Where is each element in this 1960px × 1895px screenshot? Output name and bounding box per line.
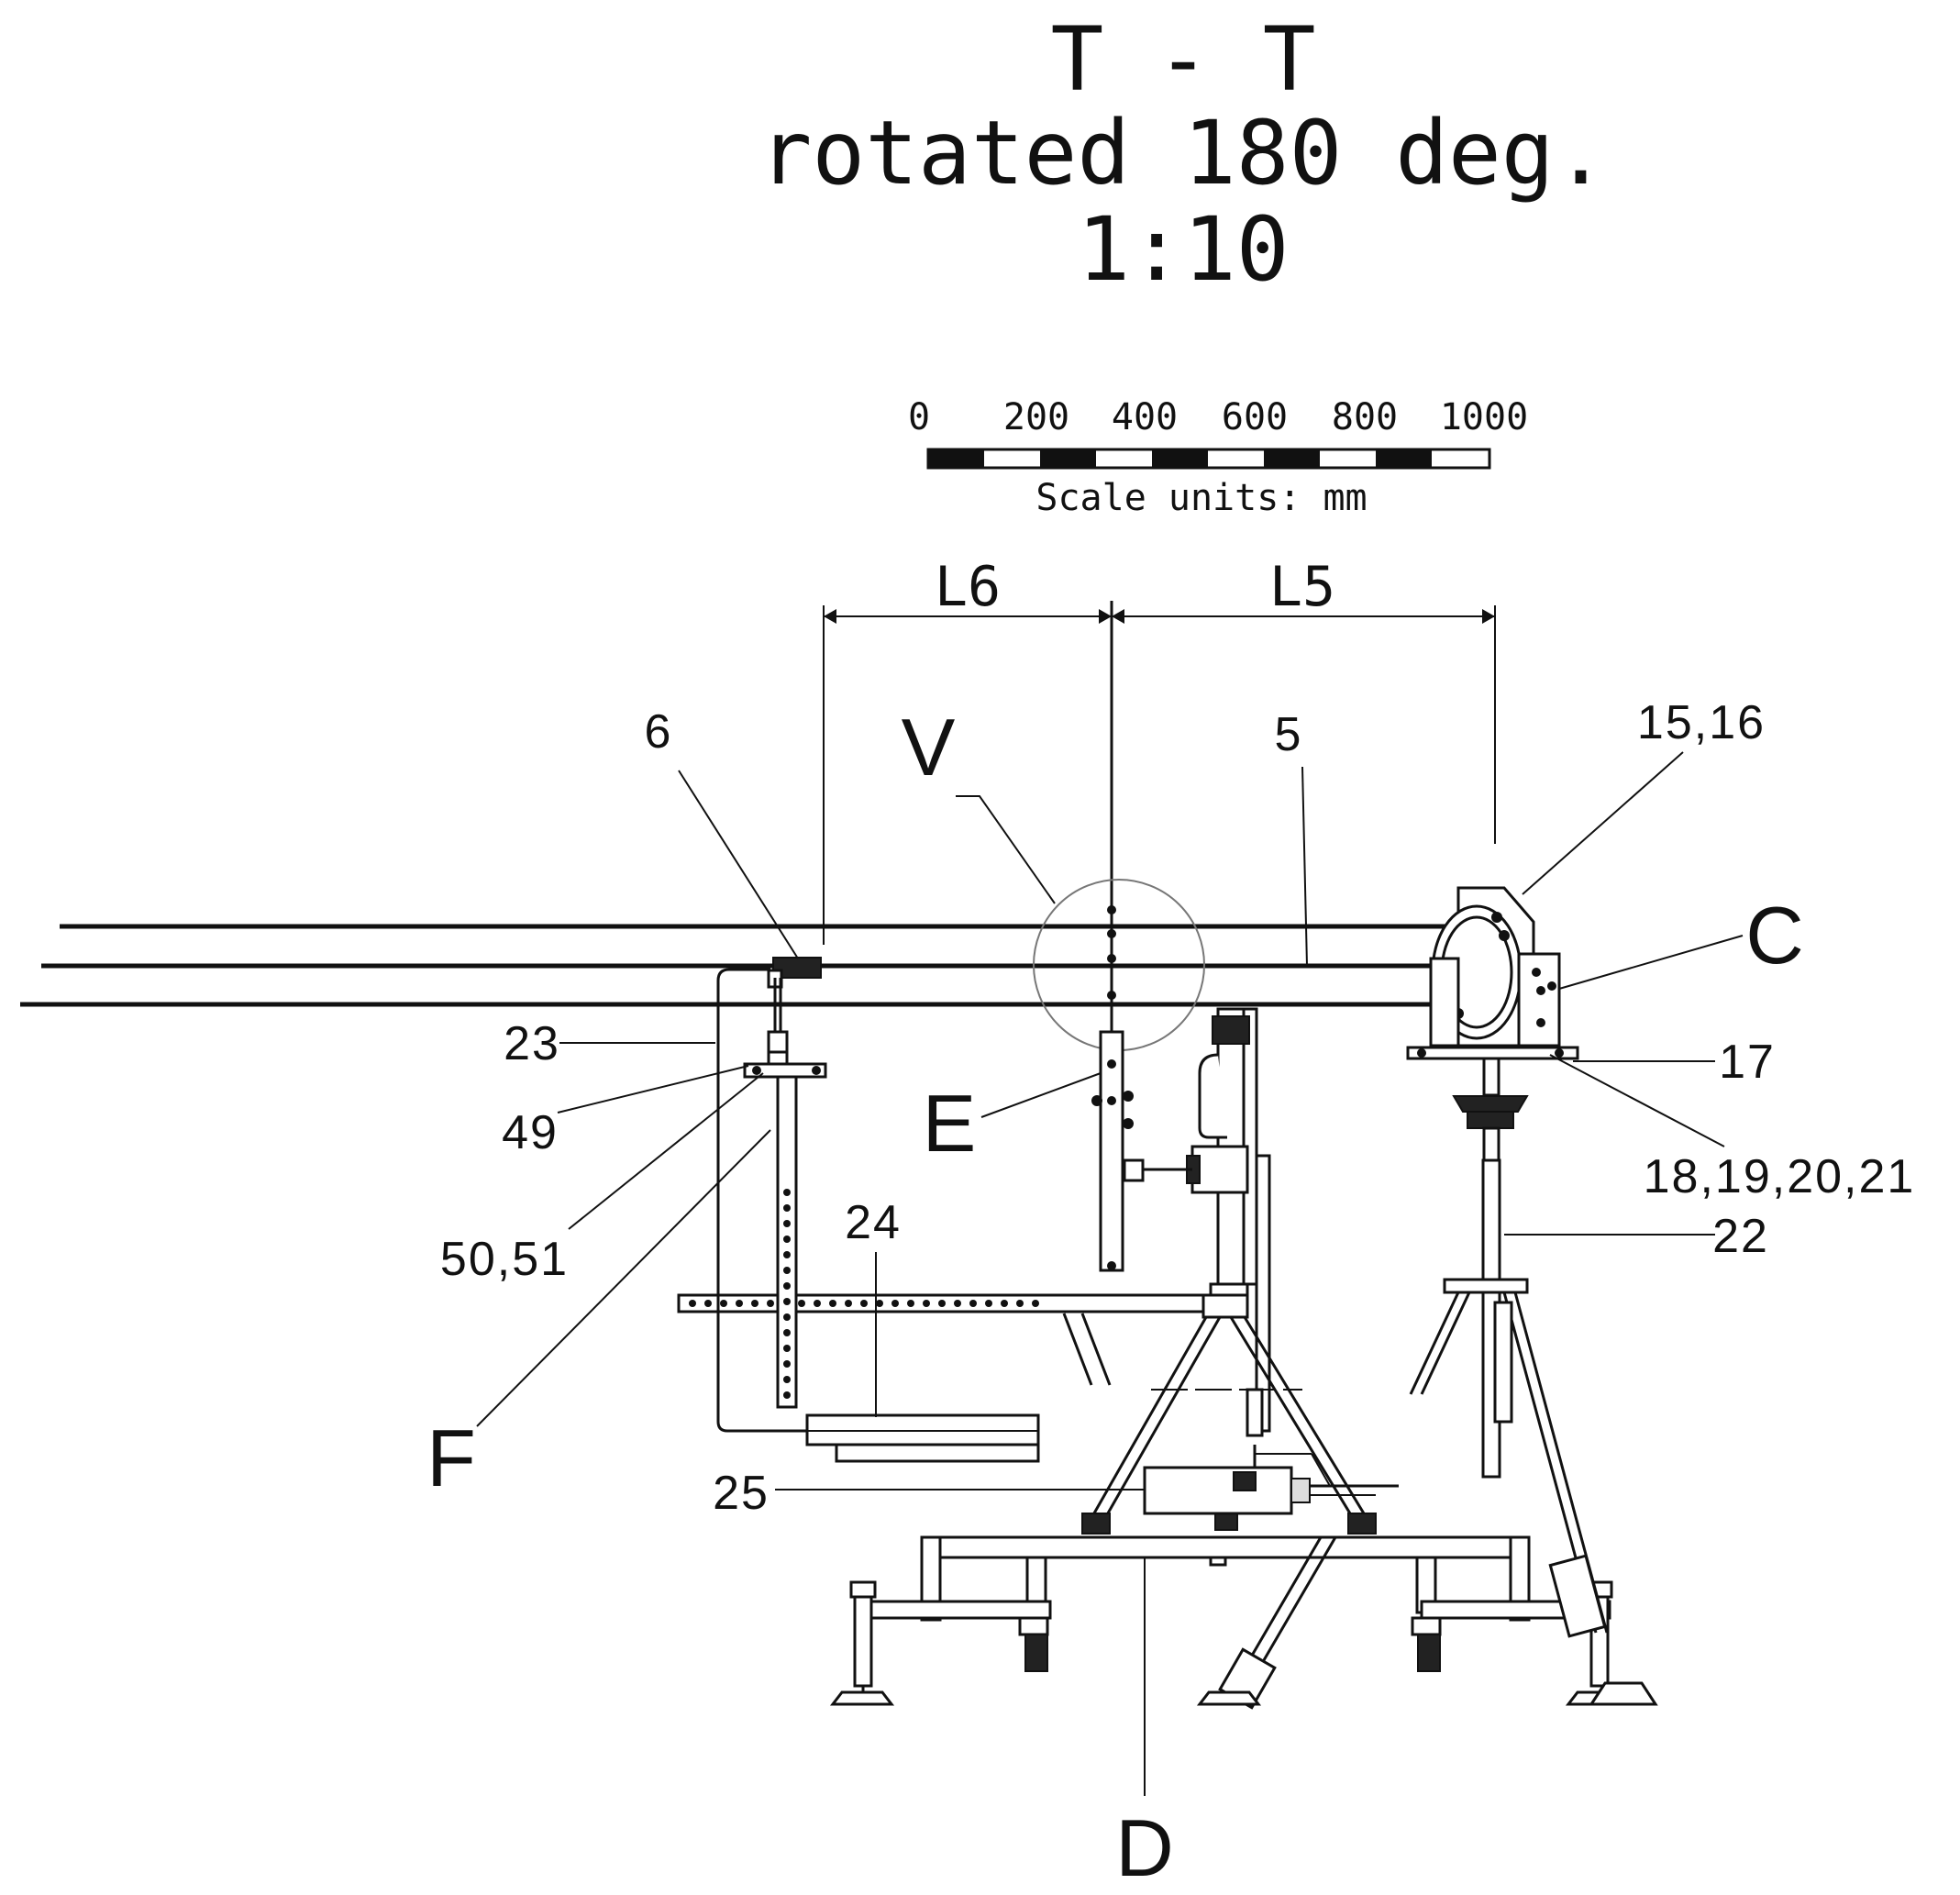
base-frame-d [829, 1535, 1631, 1710]
probe-hole [783, 1391, 791, 1399]
scale-tick-400: 400 [1112, 396, 1178, 438]
callout-v: V [902, 702, 956, 792]
arm-hole [814, 1300, 821, 1307]
arm-hole [876, 1300, 883, 1307]
probe-hole [783, 1345, 791, 1352]
callout-15-16: 15,16 [1637, 696, 1766, 749]
probe-hole [783, 1282, 791, 1290]
scale-tick-0: 0 [908, 396, 930, 438]
callout-c: C [1745, 890, 1804, 981]
scale-bar-segments [926, 448, 1491, 470]
dimension-lines: L6 L5 [823, 555, 1496, 1046]
callout-17: 17 [1719, 1036, 1776, 1089]
arm-hole [689, 1300, 696, 1307]
arm-hole [954, 1300, 961, 1307]
center-tripod [1081, 1293, 1399, 1535]
scale-units-label: Scale units: mm [1035, 477, 1367, 519]
callout-f: F [426, 1413, 476, 1503]
callout-6: 6 [645, 705, 673, 759]
arm-hole [938, 1300, 946, 1307]
arm-hole [736, 1300, 743, 1307]
probe-hole [783, 1298, 791, 1305]
callout-50-51: 50,51 [440, 1233, 569, 1286]
probe-assembly-f [743, 957, 827, 1409]
probe-hole [783, 1376, 791, 1383]
arm-hole [923, 1300, 930, 1307]
right-tripod [1409, 1158, 1658, 1706]
callout-18-21: 18,19,20,21 [1644, 1150, 1916, 1203]
probe-hole [783, 1313, 791, 1321]
arm-hole [1032, 1300, 1039, 1307]
callout-49: 49 [502, 1106, 559, 1159]
scale-tick-800: 800 [1332, 396, 1398, 438]
callout-e: E [923, 1078, 977, 1169]
probe-hole [783, 1360, 791, 1368]
dimension-label-l5: L5 [1269, 555, 1335, 619]
cable-23 [716, 968, 807, 1433]
leader-lines [476, 751, 1744, 1796]
perforated-arm [677, 1293, 1249, 1386]
probe-hole [783, 1329, 791, 1336]
probe-hole [783, 1204, 791, 1212]
arm-holes [689, 1300, 1039, 1307]
callout-25: 25 [713, 1467, 770, 1520]
arm-hole [829, 1300, 836, 1307]
scale-bar: 0 200 400 600 800 1000 Scale units: mm [908, 396, 1528, 519]
dimension-label-l6: L6 [935, 555, 1001, 619]
probe-hole [783, 1267, 791, 1274]
callout-5: 5 [1275, 708, 1303, 761]
arm-hole [969, 1300, 977, 1307]
probe-hole [783, 1189, 791, 1196]
arm-hole [985, 1300, 992, 1307]
arm-hole [1001, 1300, 1008, 1307]
probe-hole [783, 1251, 791, 1258]
arm-hole [845, 1300, 852, 1307]
arm-hole [907, 1300, 914, 1307]
title-block: T - T rotated 180 deg. 1:10 [759, 8, 1608, 301]
callout-24: 24 [845, 1196, 902, 1249]
scale-tick-1000: 1000 [1440, 396, 1528, 438]
probe-holes [783, 1189, 791, 1399]
title-line-2: rotated 180 deg. [759, 102, 1608, 205]
arm-hole [798, 1300, 805, 1307]
arm-hole [720, 1300, 727, 1307]
arm-hole [860, 1300, 868, 1307]
arm-hole [704, 1300, 712, 1307]
arm-hole [767, 1300, 774, 1307]
callout-22: 22 [1712, 1210, 1769, 1263]
probe-hole [783, 1220, 791, 1227]
sensor-rod-e [1091, 899, 1134, 1272]
arm-hole [751, 1300, 759, 1307]
arm-hole [1016, 1300, 1024, 1307]
title-line-3: 1:10 [1077, 198, 1289, 301]
ring-mount-c [1406, 886, 1579, 1162]
scale-tick-200: 200 [1003, 396, 1069, 438]
traverse-mast [1123, 1007, 1271, 1433]
probe-hole [783, 1236, 791, 1243]
callout-d: D [1115, 1802, 1174, 1893]
scale-tick-600: 600 [1222, 396, 1288, 438]
arm-hole [891, 1300, 899, 1307]
title-line-1: T - T [1051, 8, 1316, 111]
callout-labels: 6 V 5 15,16 C 23 49 50,51 F E 24 17 18,1… [426, 696, 1916, 1893]
box-24 [805, 1413, 1040, 1463]
rail-tubes [20, 924, 1500, 1007]
callout-23: 23 [504, 1017, 560, 1070]
